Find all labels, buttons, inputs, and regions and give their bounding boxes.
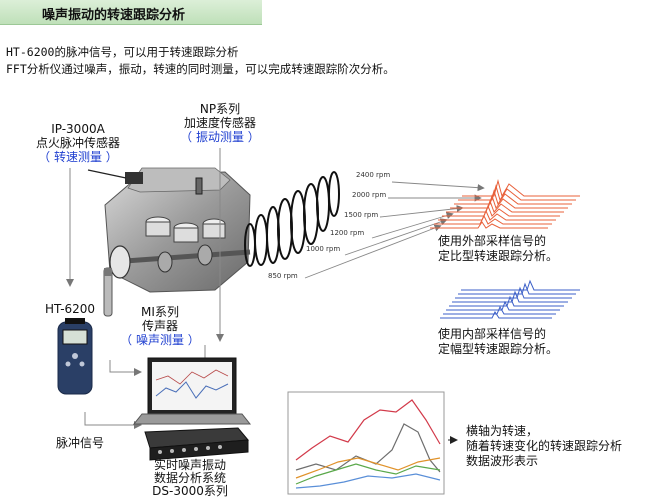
system-line-3: DS-3000系列 [152,484,228,498]
result-chart [287,391,445,495]
internal-note-1: 使用内部采样信号的 [438,327,547,341]
system-line-1: 实时噪声振动 [153,458,226,472]
title-bar [0,0,262,25]
ip-sensor-purpose: （ 转速测量 ） [38,150,118,164]
external-waterfall [430,179,580,229]
engine-illustration [87,167,251,293]
external-note-2: 定比型转速跟踪分析。 [438,249,559,263]
internal-waterfall [440,279,580,319]
np-sensor-name: 加速度传感器 [183,116,256,130]
np-sensor-purpose: （ 振动测量 ） [180,130,260,144]
result-note-1: 横轴为转速， [466,424,539,438]
result-note-2: 随着转速变化的转速跟踪分析 [466,439,623,453]
pulse-signal-label: 脉冲信号 [55,436,104,450]
laptop-illustration [132,357,252,425]
wave-spiral [244,171,340,267]
rpm-label-1000: 1000 rpm [306,245,341,253]
rpm-label-2400: 2400 rpm [356,171,391,179]
rpm-label-2000: 2000 rpm [352,191,387,199]
result-note-3: 数据波形表示 [466,454,539,468]
tachometer-illustration [57,318,93,395]
intro-line-2: FFT分析仪通过噪声，振动，转速的同时测量，可以完成转速跟踪阶次分析。 [6,62,395,76]
internal-note-2: 定幅型转速跟踪分析。 [438,342,559,356]
rpm-label-1200: 1200 rpm [330,229,365,237]
mi-sensor-model: MI系列 [141,305,179,319]
mi-sensor-purpose: （ 噪声测量 ） [120,333,200,347]
rpm-label-850: 850 rpm [268,272,298,280]
ds3000-hardware [144,427,250,461]
np-sensor-model: NP系列 [199,102,241,116]
mi-sensor-name: 传声器 [141,319,178,333]
rpm-fan-lines [304,181,485,279]
system-line-2: 数据分析系统 [153,471,226,485]
rpm-label-1500: 1500 rpm [344,211,379,219]
tachometer-model: HT-6200 [44,302,96,316]
signal-lines [66,148,224,429]
microphone-illustration [103,267,113,317]
external-note-1: 使用外部采样信号的 [438,234,547,248]
intro-line-1: HT-6200的脉冲信号，可以用于转速跟踪分析 [6,45,239,59]
ip-sensor-name: 点火脉冲传感器 [35,136,120,150]
ip-sensor-model: IP-3000A [51,122,105,136]
page-title: 噪声振动的转速跟踪分析 [42,8,186,23]
